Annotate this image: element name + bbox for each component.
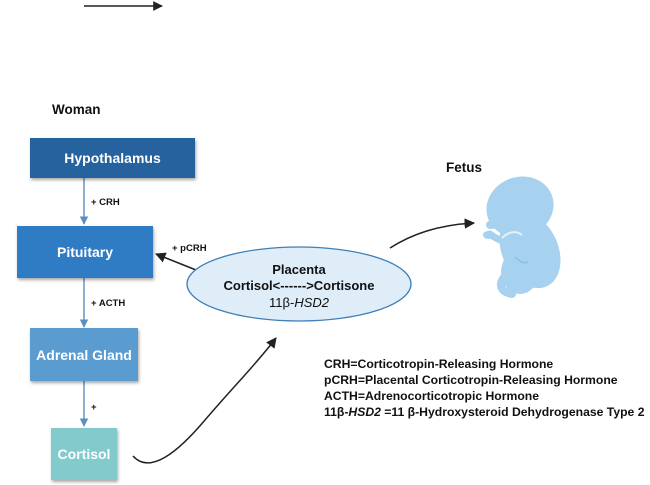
hypothalamus-box: Hypothalamus [30, 138, 195, 178]
legend-acth: ACTH=Adrenocorticotropic Hormone [324, 389, 539, 403]
placenta-enzyme: 11β-HSD2 [186, 294, 412, 311]
plus-label: + [91, 402, 97, 413]
pituitary-box: Pituitary [17, 226, 153, 278]
legend-pcrh: pCRH=Placental Corticotropin-Releasing H… [324, 373, 618, 387]
placenta-title: Placenta [272, 262, 326, 277]
placenta-reaction: Cortisol<------>Cortisone [223, 278, 375, 293]
adrenal-gland-box: Adrenal Gland [30, 328, 138, 381]
placenta-text: Placenta Cortisol<------>Cortisone 11β-H… [186, 262, 412, 311]
fetus-heading: Fetus [446, 160, 483, 175]
acth-label: + ACTH [91, 298, 126, 309]
legend-hsd2: 11β-HSD2 =11 β-Hydroxysteroid Dehydrogen… [324, 404, 645, 420]
crh-label: + CRH [91, 197, 120, 208]
placenta-ellipse [186, 246, 412, 322]
legend-hsd2-prefix: 11β- [324, 405, 349, 419]
legend-crh: CRH=Corticotropin-Releasing Hormone [324, 357, 554, 371]
fetus-icon [483, 176, 561, 298]
placenta-enzyme-prefix: 11β- [269, 295, 295, 310]
pcrh-label: + pCRH [172, 243, 207, 254]
cortisol-box: Cortisol [51, 428, 117, 480]
cortisol-to-placenta-arrow [132, 337, 277, 464]
abbreviation-legend: CRH=Corticotropin-Releasing Hormone pCRH… [324, 356, 645, 420]
legend-hsd2-definition: =11 β-Hydroxysteroid Dehydrogenase Type … [380, 405, 645, 419]
placenta-to-fetus-arrow [389, 218, 476, 249]
placenta-to-pituitary-arrow [155, 252, 197, 271]
legend-hsd2-gene: HSD2 [348, 405, 381, 419]
woman-heading: Woman [52, 102, 101, 117]
placenta-enzyme-gene: HSD2 [294, 295, 329, 310]
